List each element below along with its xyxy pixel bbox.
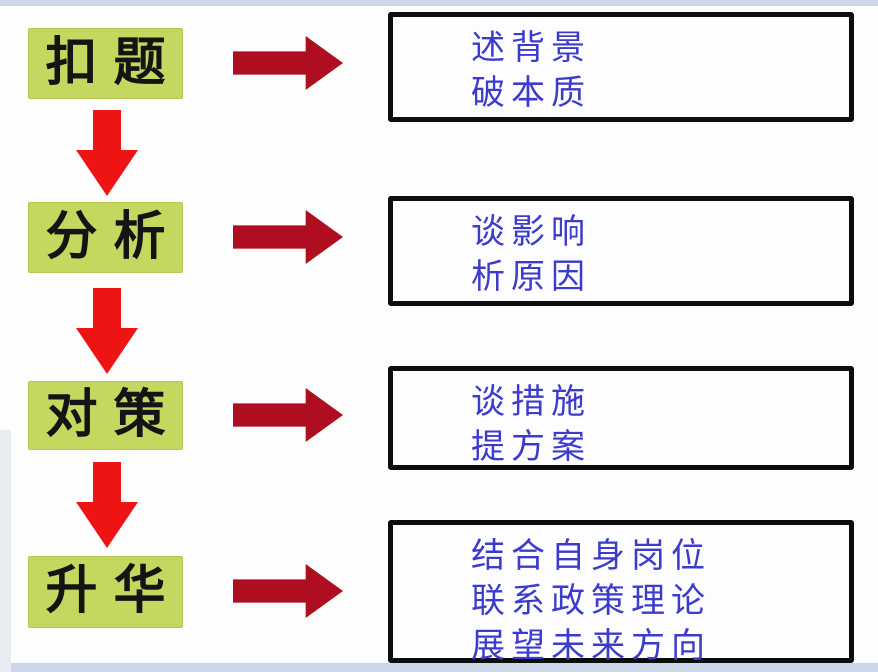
photo-edge-left xyxy=(0,430,11,672)
detail-line: 结合自身岗位 xyxy=(471,538,711,575)
detail-line: 联系政策理论 xyxy=(471,583,711,620)
stage-box-3: 对策 xyxy=(28,381,183,450)
down-arrow-icon-2 xyxy=(76,288,138,374)
detail-box-3: 谈措施 提方案 xyxy=(388,366,854,470)
stage-box-2: 分析 xyxy=(28,202,183,273)
stage-label-3: 对策 xyxy=(45,386,182,444)
photo-edge-top xyxy=(0,0,878,6)
right-arrow-icon-3 xyxy=(233,388,343,442)
photo-edge-bottom xyxy=(0,663,878,672)
down-arrow-icon-1 xyxy=(76,110,138,196)
stage-box-1: 扣题 xyxy=(28,28,183,99)
down-arrow-icon-3 xyxy=(76,462,138,548)
detail-line: 析原因 xyxy=(471,259,591,296)
right-arrow-icon-1 xyxy=(233,36,343,90)
detail-line: 述背景 xyxy=(471,30,591,67)
detail-box-4: 结合自身岗位 联系政策理论 展望未来方向 xyxy=(388,520,854,665)
stage-label-4: 升华 xyxy=(45,563,182,620)
detail-box-1: 述背景 破本质 xyxy=(388,12,854,122)
right-arrow-icon-4 xyxy=(233,564,343,618)
right-arrow-icon-2 xyxy=(233,210,343,264)
detail-line: 破本质 xyxy=(471,75,591,112)
detail-box-2: 谈影响 析原因 xyxy=(388,196,854,306)
stage-label-1: 扣题 xyxy=(45,34,182,92)
detail-line: 谈影响 xyxy=(471,214,591,251)
detail-line: 展望未来方向 xyxy=(471,628,711,665)
detail-line: 谈措施 xyxy=(471,384,591,421)
stage-box-4: 升华 xyxy=(28,556,183,628)
stage-label-2: 分析 xyxy=(45,208,182,266)
detail-line: 提方案 xyxy=(471,429,591,466)
